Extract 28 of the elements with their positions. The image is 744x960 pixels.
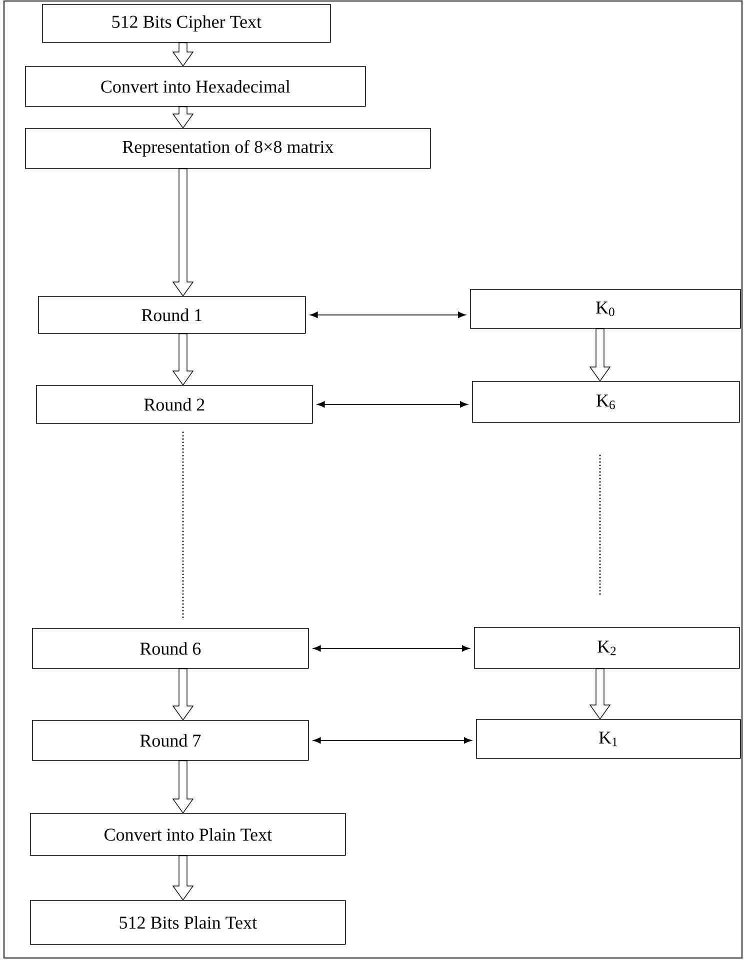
- process-box: Round 7: [32, 720, 309, 761]
- process-box: K$_{1}$: [476, 719, 741, 759]
- process-box: K$_{0}$: [470, 289, 741, 329]
- process-box: 512 Bits Cipher Text: [42, 4, 331, 43]
- dotted-line: [599, 454, 601, 595]
- process-box: K$_{2}$: [474, 627, 740, 669]
- hollow-arrow: [589, 328, 611, 382]
- process-box: 512 Bits Plain Text: [30, 900, 346, 945]
- process-box: Representation of 8×8 matrix: [25, 128, 431, 169]
- hollow-arrow: [172, 168, 194, 297]
- hollow-arrow: [172, 668, 194, 721]
- dotted-line: [182, 432, 184, 620]
- hollow-arrow: [172, 42, 194, 67]
- process-box: Round 2: [36, 385, 313, 424]
- process-box: Round 6: [32, 628, 309, 669]
- process-box: Convert into Plain Text: [30, 813, 346, 856]
- process-box: Convert into Hexadecimal: [25, 66, 366, 107]
- double-arrow: [313, 737, 472, 744]
- double-arrow: [310, 312, 466, 318]
- hollow-arrow: [172, 333, 194, 386]
- hollow-arrow: [172, 106, 194, 129]
- double-arrow: [317, 401, 468, 408]
- double-arrow: [313, 645, 470, 652]
- hollow-arrow: [172, 760, 194, 814]
- process-box: K$_{6}$: [472, 381, 740, 423]
- hollow-arrow: [172, 855, 194, 901]
- process-box: Round 1: [38, 296, 306, 334]
- hollow-arrow: [589, 668, 611, 720]
